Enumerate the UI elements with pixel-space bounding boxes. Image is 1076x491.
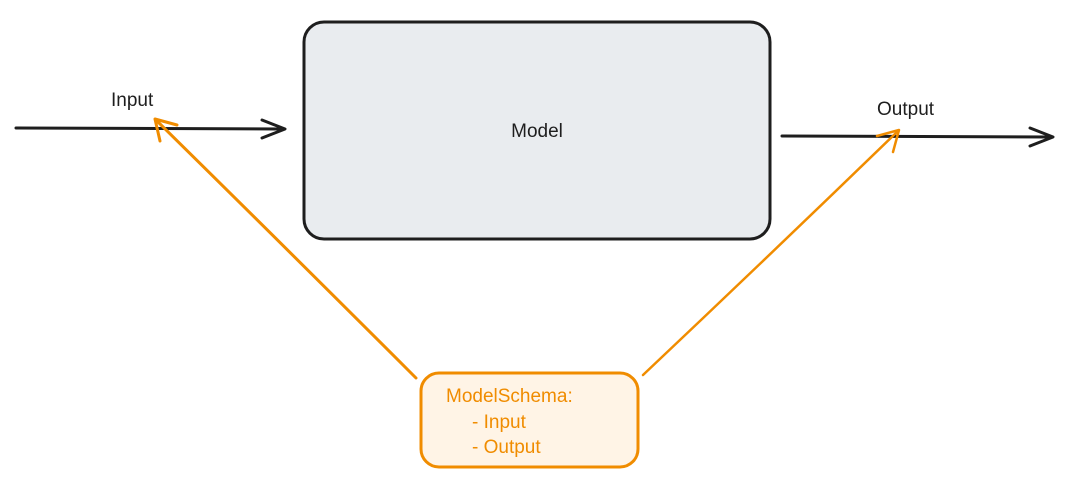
output-arrow [780, 126, 1055, 148]
schema-box[interactable] [419, 371, 640, 469]
output-label: Output [877, 99, 935, 120]
schema-title: ModelSchema: [446, 386, 573, 407]
schema-to-output-arrow [641, 128, 901, 377]
schema-to-input-arrow [153, 117, 418, 380]
model-box[interactable] [302, 20, 772, 241]
model-label: Model [511, 121, 563, 142]
schema-item-output: - Output [472, 437, 541, 458]
input-arrow [14, 118, 287, 140]
schema-item-input: - Input [472, 412, 527, 433]
input-label: Input [111, 90, 154, 111]
